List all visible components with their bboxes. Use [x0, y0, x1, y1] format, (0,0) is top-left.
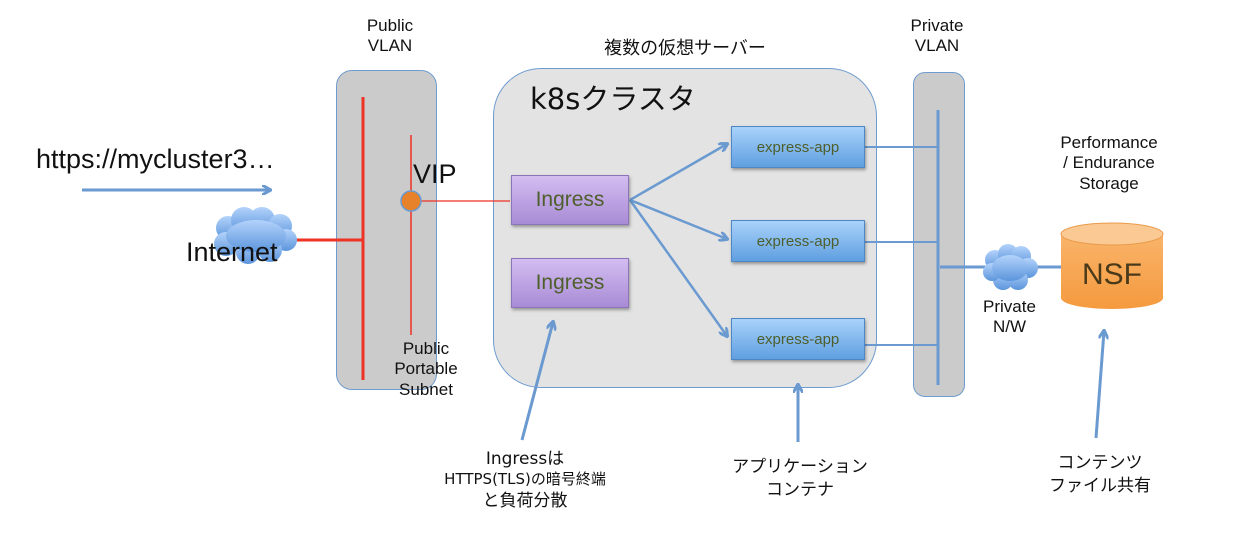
ingress-box-2-label: Ingress	[535, 271, 605, 294]
nsf-storage-cylinder-icon	[1060, 222, 1164, 309]
nsf-label: NSF	[1082, 258, 1142, 291]
url-label: https://mycluster3…	[36, 144, 275, 174]
portable-subnet-label-line1: Public	[402, 339, 450, 358]
ingress-to-app1-arrow	[629, 144, 727, 202]
express-app-box-3-label: express-app	[756, 330, 840, 348]
ingress-box-1[interactable]: Ingress	[511, 175, 629, 225]
vip-node-icon	[400, 190, 422, 212]
public-vlan-label: Public VLAN	[350, 16, 430, 57]
ingress-note-line3: と負荷分散	[482, 490, 568, 511]
express-app-box-1[interactable]: express-app	[731, 126, 865, 168]
private-nw-label-line2: N/W	[992, 317, 1027, 337]
ingress-note-arrow	[520, 322, 553, 441]
ingress-to-app3-arrow	[628, 199, 727, 336]
private-nw-label-line1: Private	[983, 297, 1036, 316]
servers-label: 複数の仮想サーバー	[604, 38, 766, 59]
vip-label: VIP	[413, 159, 457, 189]
app-note-line1: アプリケーション	[732, 457, 868, 477]
portable-subnet-label-line2: Portable	[394, 359, 458, 379]
ingress-to-app2-arrow	[629, 198, 727, 239]
express-app-box-2[interactable]: express-app	[731, 220, 865, 262]
private-network-cloud-icon	[983, 244, 1038, 290]
storage-title-line1: Performance	[1060, 133, 1158, 152]
ingress-note: Ingressは HTTPS(TLS)の暗号終端 と負荷分散	[410, 448, 640, 512]
ingress-box-2[interactable]: Ingress	[511, 258, 629, 308]
portable-subnet-label: Public Portable Subnet	[386, 339, 466, 400]
storage-title-line3: Storage	[1079, 173, 1139, 193]
private-vlan-label-line1: Private	[910, 16, 964, 35]
ingress-note-line1: Ingressは	[485, 449, 565, 469]
public-vlan-panel	[336, 70, 437, 390]
storage-note: コンテンツ ファイル共有	[1030, 452, 1170, 498]
ingress-box-1-label: Ingress	[535, 188, 605, 211]
storage-note-line2: ファイル共有	[1049, 475, 1151, 496]
public-vlan-label-line1: Public	[366, 16, 414, 35]
express-app-box-1-label: express-app	[756, 138, 840, 156]
storage-title-line2: / Endurance	[1063, 153, 1155, 173]
storage-note-line1: コンテンツ	[1057, 453, 1143, 473]
cluster-title: k8sクラスタ	[530, 82, 696, 116]
express-app-box-3[interactable]: express-app	[731, 318, 865, 360]
internet-label: Internet	[186, 237, 278, 267]
portable-subnet-label-line3: Subnet	[399, 379, 453, 399]
private-vlan-label-line2: VLAN	[914, 36, 960, 56]
public-vlan-label-line2: VLAN	[367, 36, 413, 56]
storage-title: Performance / Endurance Storage	[1044, 133, 1174, 194]
private-nw-label: Private N/W	[972, 297, 1047, 338]
private-vlan-label: Private VLAN	[897, 16, 977, 57]
storage-note-arrow	[1094, 331, 1104, 439]
internet-cloud-icon	[214, 207, 297, 264]
app-note: アプリケーション コンテナ	[710, 456, 890, 502]
express-app-box-2-label: express-app	[756, 232, 840, 250]
app-note-line2: コンテナ	[766, 479, 834, 500]
ingress-note-line2: HTTPS(TLS)の暗号終端	[444, 470, 606, 489]
